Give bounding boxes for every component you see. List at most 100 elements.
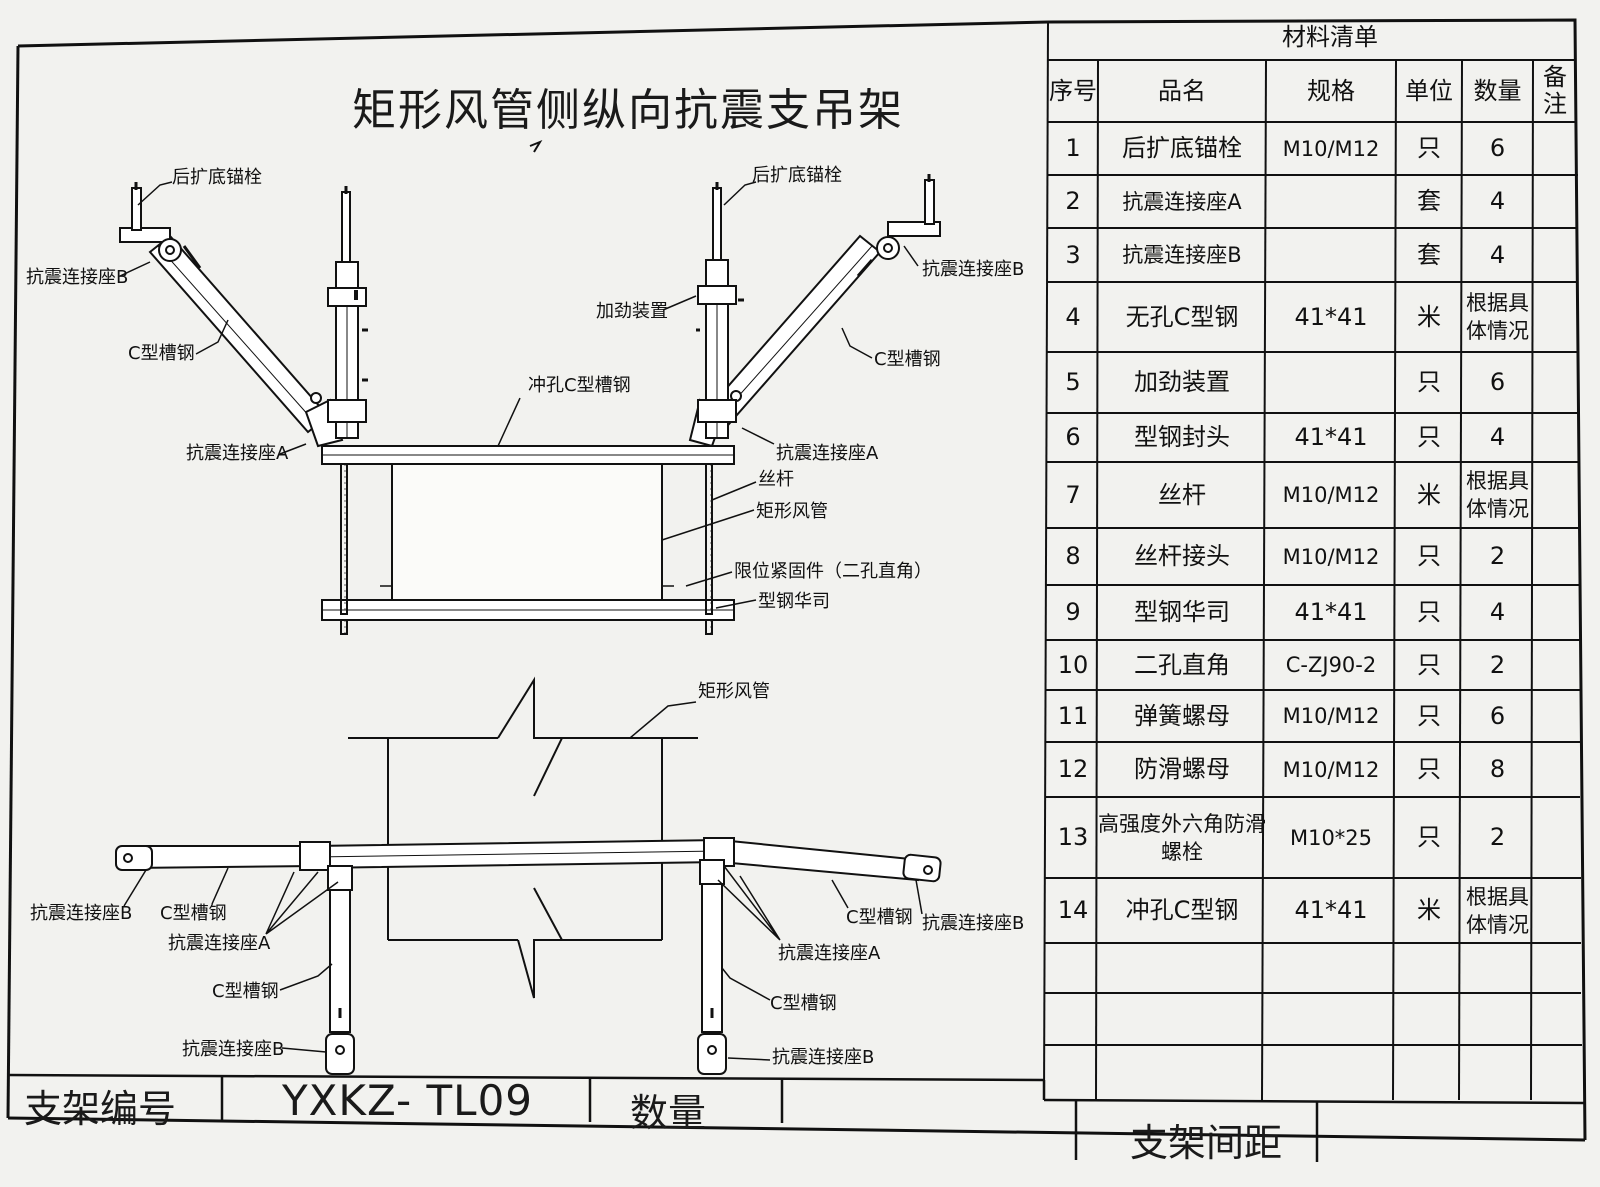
table-header-qty: 数量	[1473, 76, 1522, 105]
table-header-name: 品名	[1158, 76, 1206, 105]
label-plan-seat-b-right-down: 抗震连接座B	[772, 1047, 875, 1068]
table-cell-index: 8	[1065, 542, 1081, 570]
table-cell-qty: 4	[1489, 598, 1506, 626]
table-cell-name: 型钢华司	[1134, 598, 1230, 626]
table-cell-qty: 4	[1489, 187, 1506, 215]
materials-table-grid	[1043, 21, 1582, 1101]
table-cell-index: 7	[1065, 480, 1081, 509]
table-cell-index: 12	[1057, 755, 1089, 783]
table-cell-spec: 41*41	[1294, 423, 1368, 451]
table-cell-spec: 41*41	[1294, 896, 1368, 924]
label-plan-seat-a-left: 抗震连接座A	[168, 933, 271, 954]
label-channel-right: C型槽钢	[874, 349, 941, 370]
right-threaded-rod	[705, 463, 713, 615]
left-vertical-hanger	[327, 186, 368, 439]
label-plan-seat-a-right: 抗震连接座A	[778, 943, 881, 964]
table-cell-qty: 根据具体情况	[1466, 291, 1529, 343]
table-cell-qty: 4	[1489, 240, 1506, 269]
table-cell-unit: 只	[1417, 423, 1441, 451]
table-cell-name: 无孔C型钢	[1125, 302, 1239, 331]
label-plan-seat-b-left: 抗震连接座B	[30, 903, 133, 924]
table-cell-index: 2	[1065, 187, 1081, 215]
table-cell-note	[1533, 228, 1577, 282]
label-punched-channel: 冲孔C型槽钢	[528, 375, 631, 396]
label-plan-channel-left: C型槽钢	[160, 903, 227, 924]
table-cell-index: 6	[1065, 423, 1081, 451]
quantity-label: 数量	[630, 1091, 707, 1135]
table-cell-qty: 2	[1489, 542, 1506, 570]
table-cell-unit: 只	[1417, 650, 1441, 679]
front-leaders	[119, 181, 919, 609]
table-cell-index: 5	[1065, 368, 1081, 396]
table-cell-note	[1533, 282, 1577, 352]
label-seat-a-left: 抗震连接座A	[186, 443, 289, 464]
label-threaded-rod: 丝杆	[758, 469, 794, 490]
table-cell-unit: 只	[1417, 542, 1441, 570]
table-cell-index: 13	[1057, 823, 1089, 851]
label-seat-a-right: 抗震连接座A	[776, 443, 879, 464]
table-cell-name: 冲孔C型钢	[1125, 896, 1239, 924]
table-cell-name: 高强度外六角防滑螺栓	[1098, 811, 1266, 864]
table-cell-note	[1533, 742, 1577, 797]
table-cell-unit: 只	[1417, 134, 1441, 162]
table-cell-name: 抗震连接座A	[1122, 189, 1242, 214]
table-cell-qty: 根据具体情况	[1466, 469, 1529, 521]
table-cell-name: 丝杆	[1158, 480, 1206, 509]
plan-view	[115, 676, 942, 1075]
bracket-no-label: 支架编号	[24, 1087, 177, 1131]
label-seat-b-left: 抗震连接座B	[26, 267, 129, 288]
table-cell-note	[1533, 413, 1577, 462]
table-cell-unit: 米	[1417, 896, 1441, 924]
table-cell-unit: 只	[1417, 701, 1441, 730]
label-plan-duct: 矩形风管	[698, 681, 770, 702]
table-cell-qty: 4	[1489, 423, 1506, 451]
table-cell-spec: M10/M12	[1282, 483, 1380, 507]
table-cell-unit: 只	[1417, 755, 1441, 783]
label-plan-seat-b-right: 抗震连接座B	[922, 913, 1025, 934]
right-vertical-hanger	[696, 182, 744, 439]
label-plan-channel-left-down: C型槽钢	[212, 981, 279, 1002]
table-cell-note	[1533, 528, 1577, 585]
table-cell-spec	[1266, 228, 1396, 282]
left-threaded-rod	[340, 463, 348, 615]
table-cell-note	[1533, 175, 1577, 228]
table-cell-index: 9	[1065, 598, 1081, 626]
label-seat-b-right: 抗震连接座B	[922, 259, 1025, 280]
table-cell-qty: 2	[1489, 650, 1506, 679]
label-duct-front: 矩形风管	[756, 501, 828, 522]
table-cell-note	[1533, 797, 1577, 878]
table-cell-spec: M10/M12	[1282, 704, 1380, 728]
table-cell-name: 弹簧螺母	[1134, 701, 1230, 730]
table-cell-name: 丝杆接头	[1134, 542, 1230, 570]
table-header-unit: 单位	[1405, 76, 1453, 105]
plan-leaders	[123, 701, 923, 1061]
outer-frame	[6, 18, 1587, 1142]
table-cell-unit: 只	[1417, 598, 1441, 626]
table-cell-spec: M10/M12	[1282, 136, 1380, 161]
table-header-note: 备注	[1543, 63, 1567, 118]
table-cell-unit: 米	[1417, 480, 1441, 509]
table-cell-name: 二孔直角	[1134, 650, 1230, 679]
table-cell-index: 11	[1057, 701, 1089, 730]
footer-grid	[7, 1073, 1585, 1162]
table-cell-note	[1533, 690, 1577, 742]
label-limit-fastener: 限位紧固件（二孔直角）	[734, 561, 932, 582]
table-cell-spec: M10/M12	[1282, 757, 1380, 782]
table-cell-spec: M10/M12	[1282, 544, 1380, 569]
table-cell-qty: 8	[1489, 755, 1506, 783]
table-cell-unit: 套	[1417, 240, 1441, 269]
table-cell-name: 后扩底锚栓	[1122, 134, 1242, 162]
table-cell-qty: 6	[1489, 701, 1506, 730]
front-view	[119, 174, 941, 635]
table-cell-note	[1533, 122, 1577, 175]
label-anchor-right: 后扩底锚栓	[752, 165, 842, 186]
table-cell-name: 型钢封头	[1134, 423, 1230, 451]
table-cell-index: 14	[1057, 896, 1089, 924]
table-cell-unit: 套	[1417, 187, 1441, 215]
table-cell-index: 1	[1065, 134, 1081, 162]
table-cell-index: 3	[1065, 240, 1081, 269]
table-cell-qty: 2	[1489, 823, 1506, 851]
table-cell-note	[1533, 640, 1577, 690]
table-cell-unit: 只	[1417, 823, 1441, 851]
